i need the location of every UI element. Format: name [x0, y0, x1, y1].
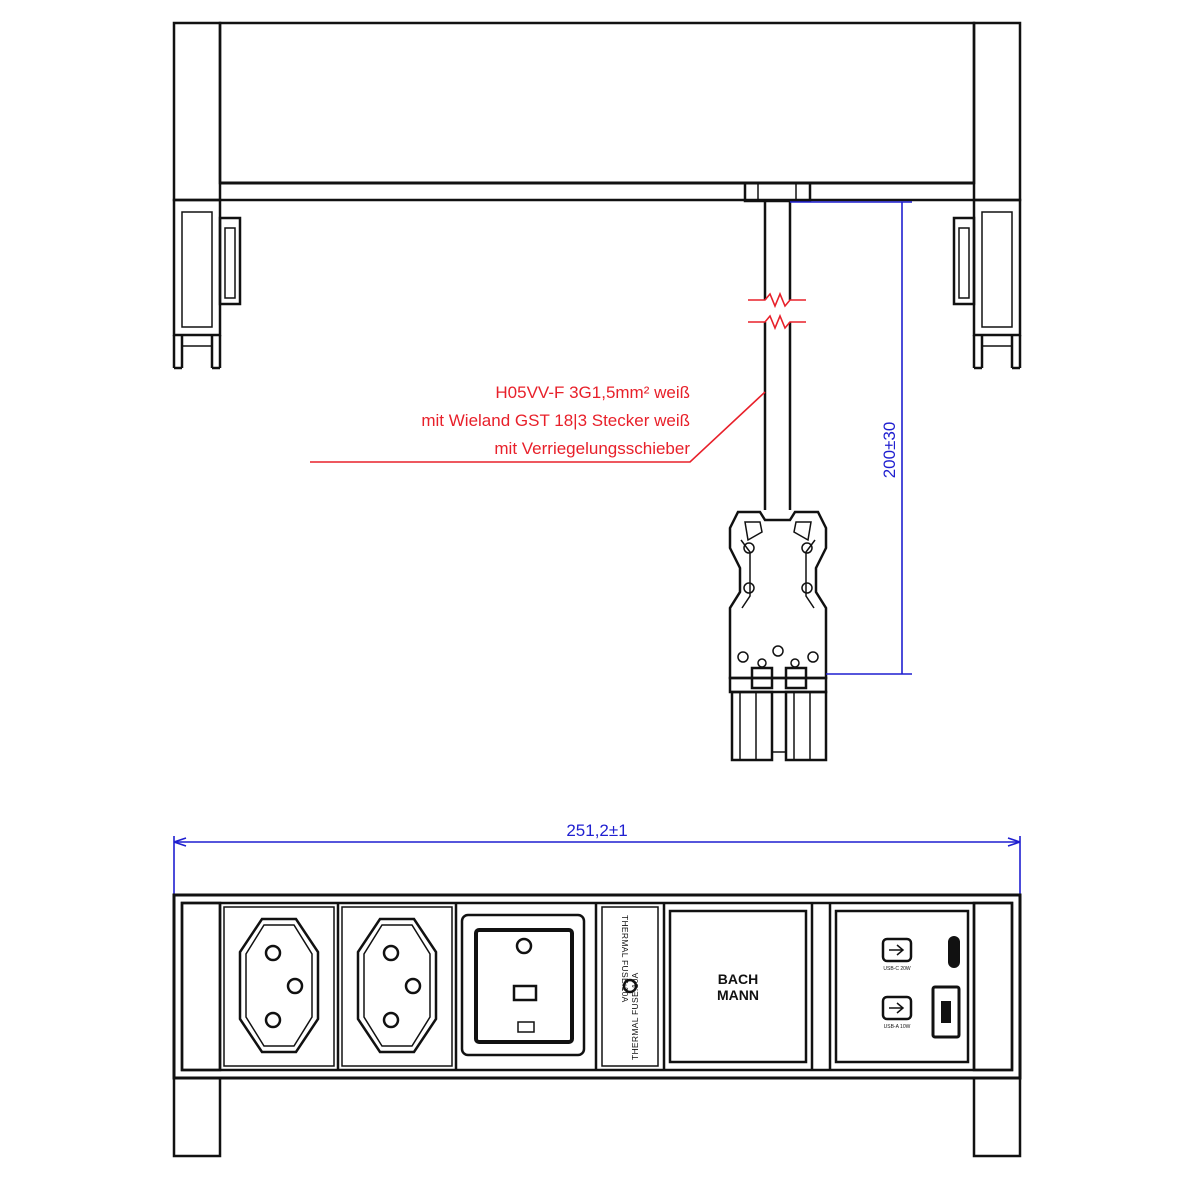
width-dimension: 251,2±1: [173, 821, 1021, 895]
cable-length-dimension: 200±30: [790, 201, 912, 675]
cable-gland: [743, 181, 812, 203]
left-foot: [172, 1076, 222, 1158]
housing-body: [218, 21, 976, 185]
fuse-label-bottom: THERMAL FUSE:10A: [630, 972, 640, 1060]
swiss-socket-1: [223, 906, 335, 1067]
usb-c-label: USB-C 20W: [883, 966, 911, 972]
thermal-fuse-module: THERMAL FUSE:10A THERMAL FUSE:10A: [601, 906, 659, 1067]
fuse-reset-indicator: [622, 978, 638, 994]
usb-c-icon: [881, 937, 913, 963]
usb-a-port: [931, 985, 961, 1039]
fuse-label-top: THERMAL FUSE:10A: [620, 915, 630, 1003]
top-view: H05VV-F 3G1,5mm² weiß mit Wieland GST 18…: [172, 21, 1022, 762]
front-frame: [172, 893, 1022, 1080]
right-foot: [972, 1076, 1022, 1158]
cable-label-line2: mit Wieland GST 18|3 Stecker weiß: [421, 411, 690, 430]
swiss-socket-2: [341, 906, 453, 1067]
usb-c-port: [948, 936, 960, 968]
cable-label-line1: H05VV-F 3G1,5mm² weiß: [495, 383, 690, 402]
cable-label-line3: mit Verriegelungsschieber: [494, 439, 690, 458]
front-view: 251,2±1: [172, 821, 1022, 1158]
usb-charger-module: USB-C 20W USB-A 10W: [834, 909, 970, 1064]
usb-a-label: USB-A 10W: [884, 1024, 911, 1030]
power-cable: [748, 201, 806, 510]
cable-annotation: H05VV-F 3G1,5mm² weiß mit Wieland GST 18…: [310, 383, 766, 463]
width-value: 251,2±1: [566, 821, 627, 840]
brand-line1: BACH: [718, 971, 758, 987]
brand-plate: BACH MANN: [668, 909, 808, 1064]
cable-length-value: 200±30: [880, 422, 899, 479]
rocker-switch-module: [460, 913, 586, 1057]
wieland-connector: [728, 510, 828, 762]
usb-a-icon: [881, 995, 913, 1021]
right-end-cap: [952, 21, 1022, 370]
brand-line2: MANN: [717, 987, 759, 1003]
left-end-cap: [172, 21, 242, 370]
